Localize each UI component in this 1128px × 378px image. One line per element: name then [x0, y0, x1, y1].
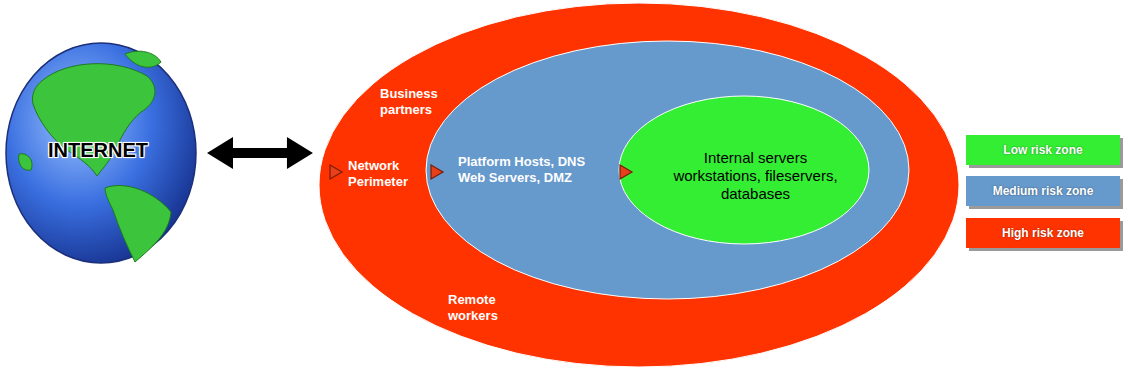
- text-slot: Network Perimeter: [348, 158, 428, 189]
- zone-label: INTERNET: [5, 138, 191, 162]
- edge-layer: [207, 137, 313, 169]
- low-risk-zone: Internal servers workstations, fileserve…: [618, 95, 870, 245]
- legend-label: High risk zone: [1002, 226, 1084, 240]
- text-slot: Business partners: [380, 86, 470, 117]
- zone-label: Network Perimeter: [348, 158, 428, 189]
- zone-marker: [431, 165, 443, 179]
- double-arrow: [207, 137, 313, 169]
- zone-label: Business partners: [380, 86, 470, 117]
- text-slot: INTERNET: [5, 138, 191, 162]
- continent: [19, 154, 32, 171]
- legend-label: Low risk zone: [1003, 143, 1082, 157]
- legend: Low risk zoneMedium risk zoneHigh risk z…: [966, 0, 1122, 378]
- zone-label: Remote workers: [448, 292, 538, 323]
- zone-label: Platform Hosts, DNS Web Servers, DMZ: [458, 154, 603, 185]
- medium-risk-zone: Platform Hosts, DNS Web Servers, DMZ Inte…: [425, 40, 910, 300]
- zone-label: Internal servers workstations, fileserve…: [673, 149, 838, 203]
- globe-ocean: [6, 43, 196, 263]
- zone-fill: [426, 41, 909, 299]
- zone-fill: [619, 96, 869, 244]
- legend-swatch: Medium risk zone: [966, 176, 1120, 206]
- text-slot: Platform Hosts, DNS Web Servers, DMZ: [458, 154, 603, 185]
- continent: [125, 51, 161, 67]
- text-slot: Internal servers workstations, fileserve…: [673, 149, 838, 203]
- continent: [105, 185, 171, 262]
- high-risk-zone: Business partnersNetwork PerimeterRemote…: [318, 2, 960, 368]
- zone-fill: [319, 3, 959, 367]
- internet-globe: INTERNET: [5, 42, 197, 264]
- legend-swatch: High risk zone: [966, 218, 1120, 248]
- text-slot: Remote workers: [448, 292, 538, 323]
- legend-label: Medium risk zone: [993, 184, 1094, 198]
- legend-swatch: Low risk zone: [966, 135, 1120, 165]
- zone-marker: [330, 165, 342, 179]
- zone-marker: [620, 165, 632, 179]
- zone-markers: [330, 165, 632, 179]
